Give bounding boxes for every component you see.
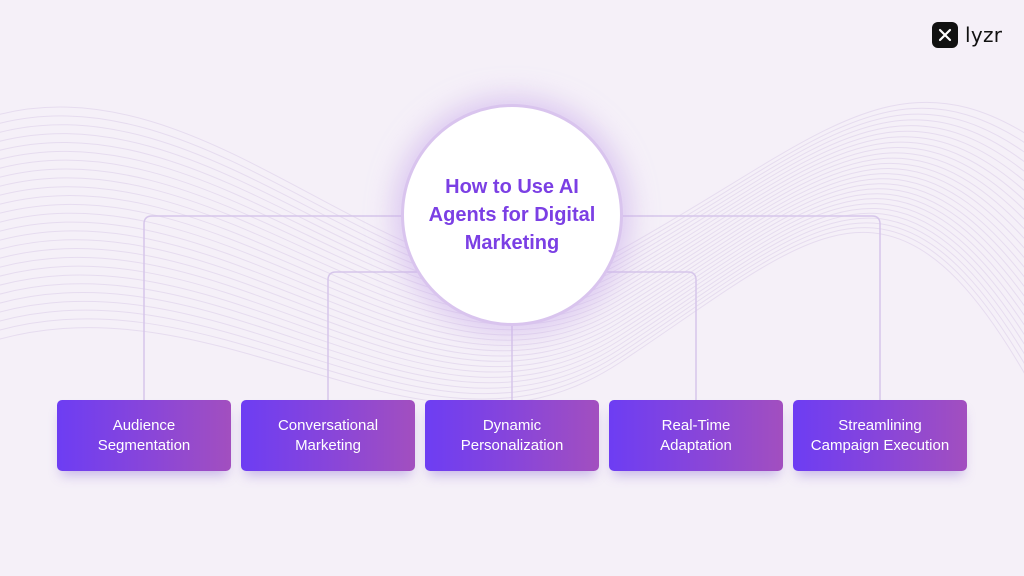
- node-audience-segmentation: Audience Segmentation: [57, 400, 231, 471]
- background-wave-line: [0, 193, 1024, 362]
- connector-streamlining-campaign: [619, 215, 881, 400]
- background-wave-line: [0, 207, 1024, 378]
- background-wave-line: [0, 203, 1024, 373]
- background-wave-line: [0, 198, 1024, 368]
- node-label: Audience Segmentation: [97, 416, 191, 454]
- background-wave-line: [0, 168, 1024, 336]
- lyzr-logo-icon: [932, 22, 958, 48]
- background-wave-line: [0, 227, 1024, 400]
- node-label: Real-Time Adaptation: [660, 416, 732, 454]
- background-wave-line: [0, 178, 1024, 346]
- node-streamlining-campaign-execution: Streamlining Campaign Execution: [793, 400, 967, 471]
- node-real-time-adaptation: Real-Time Adaptation: [609, 400, 783, 471]
- brand-name: lyzr: [965, 23, 1003, 47]
- background-wave-line: [0, 162, 1024, 331]
- background-wave-line: [0, 141, 1024, 310]
- background-wave-line: [0, 217, 1024, 389]
- background-wave-line: [0, 222, 1024, 394]
- background-wave-line: [0, 212, 1024, 384]
- background-wave-line: [0, 231, 1024, 406]
- diagram-title: How to Use AI Agents for Digital Marketi…: [428, 176, 596, 254]
- node-conversational-marketing: Conversational Marketing: [241, 400, 415, 471]
- background-wave-line: [0, 188, 1024, 357]
- central-topic-circle: How to Use AI Agents for Digital Marketi…: [401, 104, 623, 326]
- connector-conversational-marketing: [327, 271, 420, 400]
- node-label: Dynamic Personalization: [460, 416, 564, 454]
- node-label: Streamlining Campaign Execution: [810, 416, 950, 454]
- connector-audience-segmentation: [143, 215, 405, 400]
- node-label: Conversational Marketing: [277, 416, 379, 454]
- background-wave-line: [0, 152, 1024, 320]
- node-dynamic-personalization: Dynamic Personalization: [425, 400, 599, 471]
- background-wave-line: [0, 183, 1024, 352]
- connector-real-time-adaptation: [604, 271, 697, 400]
- background-wave-line: [0, 147, 1024, 315]
- background-wave-line: [0, 173, 1024, 341]
- brand-logo: lyzr: [932, 22, 1002, 48]
